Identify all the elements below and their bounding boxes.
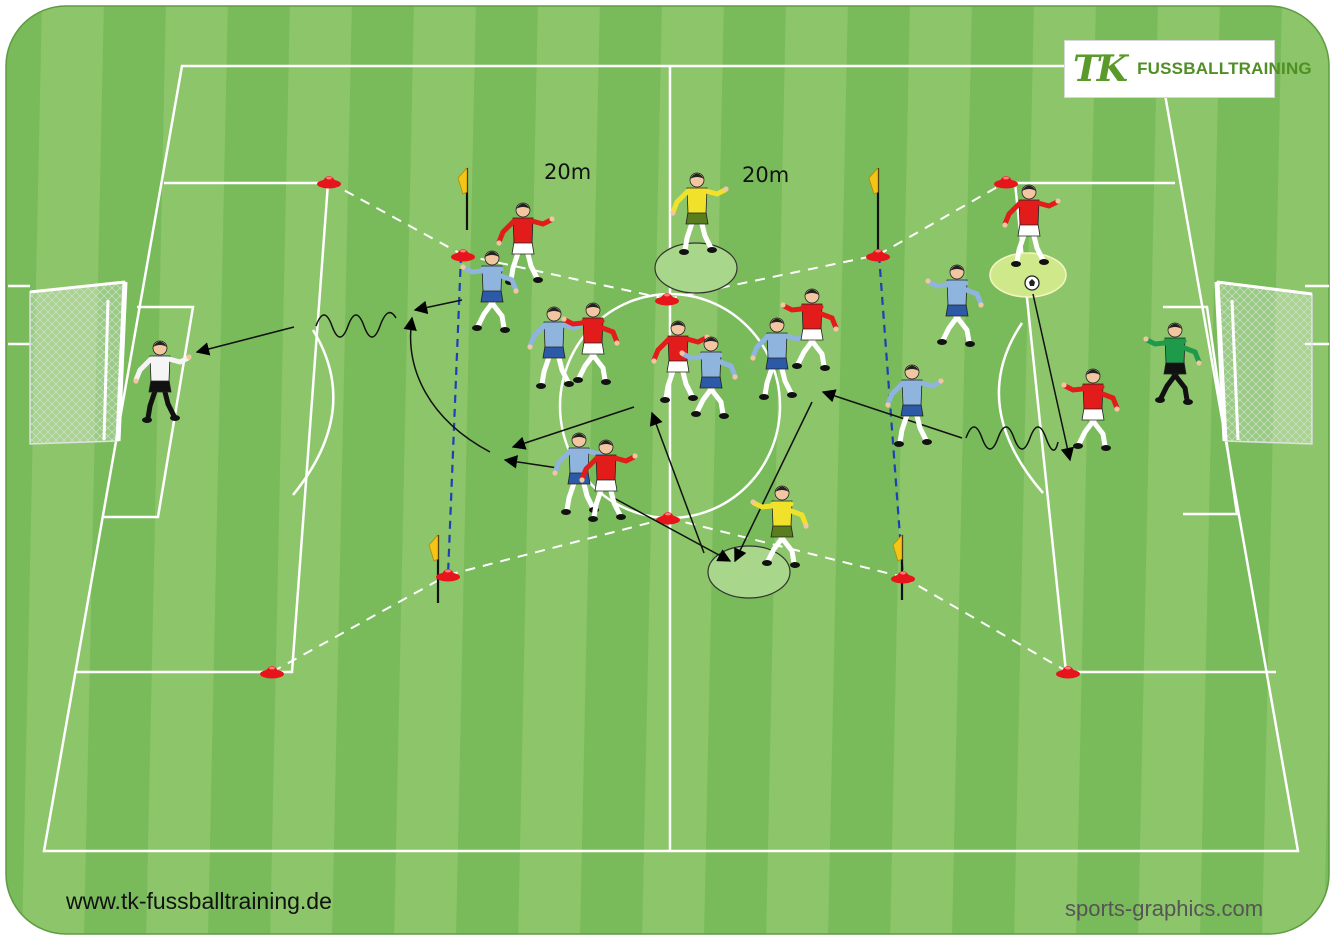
website-link[interactable]: www.tk-fussballtraining.de [66, 888, 332, 915]
logo-mark: TK [1073, 51, 1125, 87]
neutral-zone-top [655, 243, 737, 293]
neutral-zone-bottom [708, 546, 790, 598]
tk-logo: TK FUSSBALLTRAINING [1064, 40, 1275, 98]
distance-label-right: 20m [742, 163, 789, 187]
credit-text: sports-graphics.com [1065, 896, 1263, 922]
start-zone [990, 253, 1066, 297]
logo-name: FUSSBALLTRAINING [1137, 59, 1312, 79]
distance-label-left: 20m [544, 160, 591, 184]
football-icon [1025, 276, 1039, 290]
left-goal-icon [30, 282, 125, 444]
right-goal-icon [1217, 282, 1312, 444]
